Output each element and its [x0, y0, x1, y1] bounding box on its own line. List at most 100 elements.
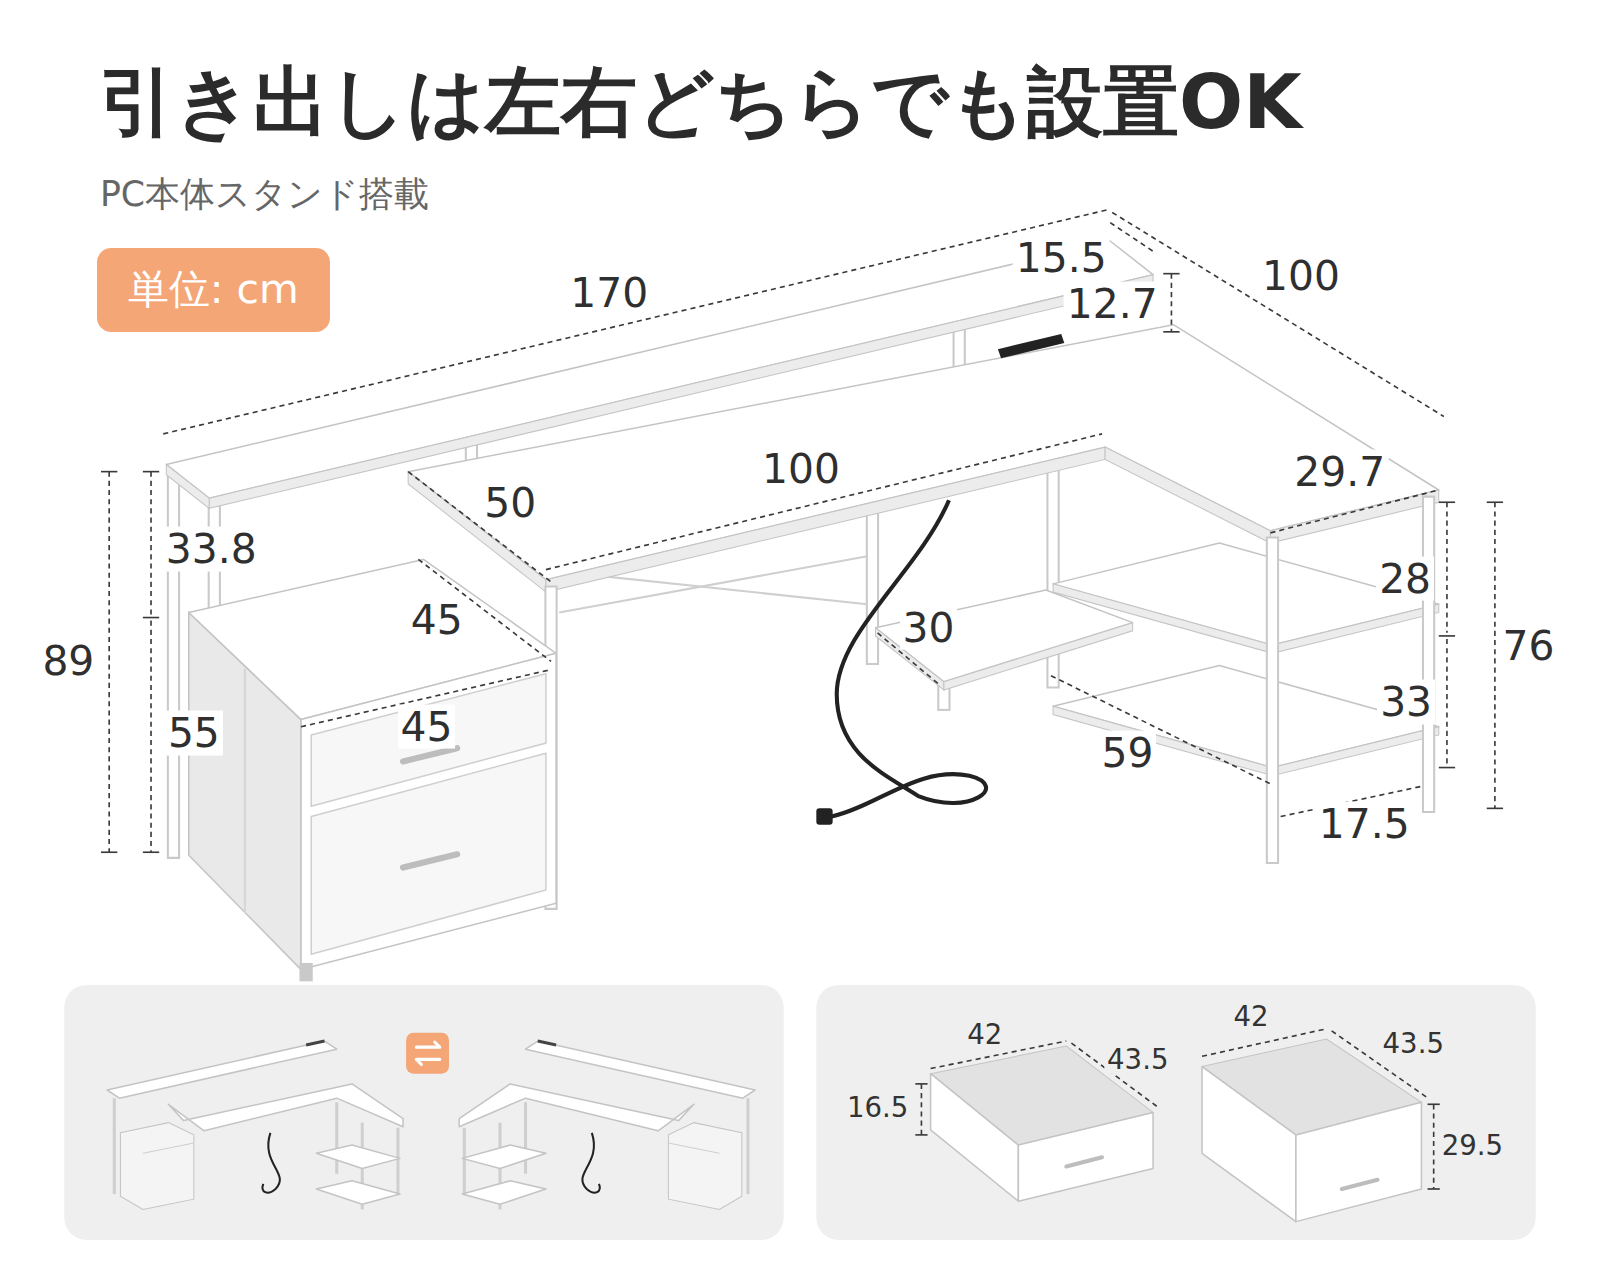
dimension-label: 29.7 — [1291, 450, 1388, 495]
swap-icon — [416, 1042, 439, 1047]
desk-leg — [1268, 543, 1277, 857]
dimension-label: 33.8 — [163, 527, 260, 572]
panel — [816, 985, 1535, 1240]
dimension-label: 17.5 — [1316, 802, 1413, 847]
fabric-drawer — [931, 1074, 1019, 1202]
dimension-line — [1112, 212, 1444, 416]
dimension-line — [1446, 639, 1448, 768]
dimension-line — [1270, 490, 1438, 533]
panel — [64, 985, 1535, 1240]
desk-leg — [1266, 543, 1279, 857]
dimension-label: 43.5 — [1380, 1028, 1447, 1058]
dimension-line — [1446, 502, 1448, 633]
subtitle: PC本体スタンド搭載 — [97, 175, 432, 213]
layout-thumbnail — [168, 1084, 403, 1131]
dimension-label: 42 — [1230, 1001, 1271, 1031]
dimension-line — [143, 851, 159, 853]
dimension-line — [1202, 1029, 1326, 1057]
drawer-cabinet — [299, 970, 312, 975]
side-shelf — [1272, 727, 1438, 776]
layout-thumbnail — [263, 1133, 280, 1193]
layout-thumbnail — [306, 1041, 324, 1045]
dimension-label: 45 — [398, 704, 456, 749]
layout-thumbnail — [316, 1181, 400, 1204]
dimension-line — [915, 1083, 927, 1085]
dimension-line — [108, 472, 110, 853]
side-shelf — [1053, 543, 1439, 645]
drawer-cabinet — [403, 748, 457, 761]
dimension-line — [1487, 501, 1503, 503]
dimension-line — [150, 472, 152, 615]
power-cord — [832, 500, 986, 816]
fabric-drawer — [1066, 1157, 1102, 1166]
fabric-drawer — [931, 1039, 1422, 1222]
layout-thumbnail — [459, 1041, 755, 1209]
dimension-line — [1163, 331, 1179, 333]
drawer-cabinet — [301, 653, 556, 969]
drawer-cabinet — [244, 669, 246, 914]
swap-icon — [406, 1033, 449, 1074]
pc-stand-shelf — [876, 590, 1133, 690]
dimension-label: 55 — [165, 710, 223, 755]
layout-thumbnail — [120, 1123, 193, 1210]
layout-thumbnail — [107, 1041, 337, 1098]
desk-leg — [868, 516, 877, 659]
dimension-label: 28 — [1376, 556, 1434, 601]
swap-icon — [406, 1033, 449, 1074]
panel — [64, 985, 783, 1240]
dimension-label: 89 — [39, 639, 97, 684]
dimension-line — [143, 471, 159, 473]
desk-leg — [1422, 502, 1435, 806]
dimension-line — [101, 851, 117, 853]
fabric-drawer — [1018, 1112, 1153, 1201]
dimension-line — [1110, 223, 1156, 254]
desk-top — [408, 325, 1439, 592]
dimension-label: 100 — [759, 447, 843, 492]
dimension-label: 29.5 — [1439, 1130, 1506, 1160]
dimension-label: 15.5 — [1013, 236, 1110, 281]
dimension-line — [1171, 274, 1173, 332]
side-shelf — [1053, 543, 1439, 776]
dimension-label: 33 — [1377, 680, 1435, 725]
dimension-line — [1428, 1103, 1440, 1105]
drawer-cabinet — [403, 854, 457, 867]
dimension-line — [1439, 767, 1455, 769]
dimension-line — [1433, 1104, 1435, 1189]
swap-icon — [416, 1059, 439, 1064]
side-shelf — [1272, 604, 1438, 653]
dimension-label: 30 — [900, 605, 958, 650]
desk-top — [1105, 447, 1270, 543]
dimension-label: 16.5 — [844, 1092, 911, 1122]
layout-thumbnail — [113, 1098, 116, 1194]
dimension-label: 76 — [1500, 623, 1558, 668]
fabric-drawer — [1296, 1102, 1422, 1221]
dimension-label: 170 — [567, 270, 651, 315]
frame-post — [955, 329, 964, 368]
dimension-label: 43.5 — [1104, 1044, 1171, 1074]
dimension-line — [915, 1029, 1439, 1189]
dimension-line — [101, 471, 117, 473]
monitor-shelf — [209, 275, 1153, 509]
dimension-line — [915, 1134, 927, 1136]
side-shelf — [1053, 706, 1272, 775]
layout-thumbnail — [335, 1102, 338, 1173]
dimension-line — [1439, 501, 1455, 503]
desk-top — [546, 447, 1105, 592]
layout-thumbnail — [107, 1041, 403, 1209]
dimension-line — [143, 617, 159, 619]
dimension-line — [150, 621, 152, 853]
fabric-drawer — [1342, 1180, 1378, 1189]
dimension-line — [1163, 273, 1179, 275]
dimension-label: 42 — [964, 1019, 1005, 1049]
side-shelf — [1053, 584, 1272, 653]
power-cord — [816, 808, 832, 824]
dimension-label: 59 — [1099, 731, 1157, 776]
drawer-cabinet — [189, 559, 556, 974]
power-cord — [816, 500, 986, 824]
title: 引き出しは左右どちらでも設置OK — [99, 61, 1302, 144]
dimension-line — [1439, 635, 1455, 637]
unit-text: 単位: cm — [128, 266, 299, 313]
drawer-cabinet — [311, 753, 546, 954]
layout-thumbnail — [316, 1145, 400, 1168]
